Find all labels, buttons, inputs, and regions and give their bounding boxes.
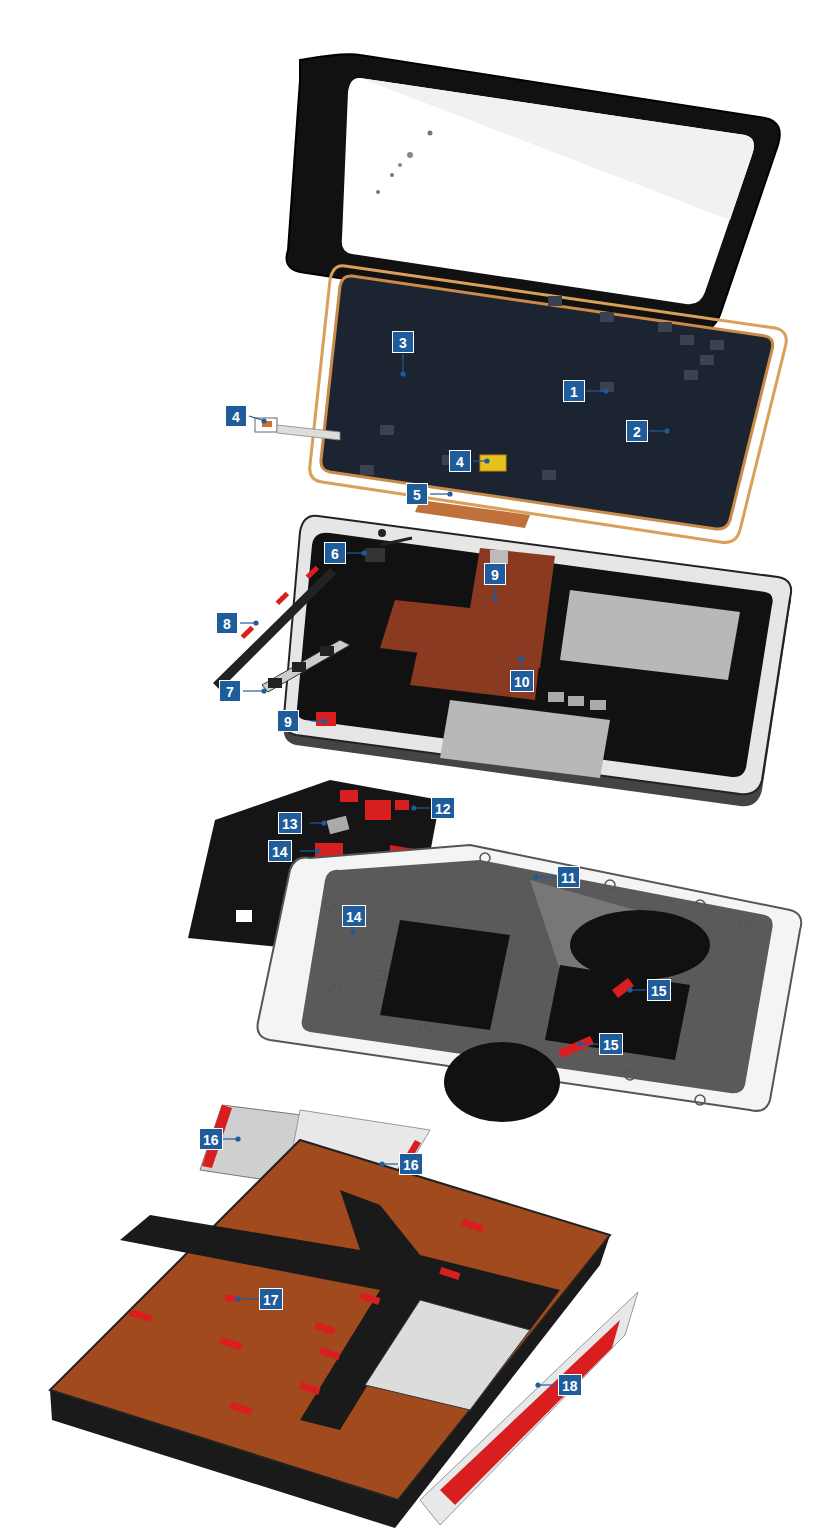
red-pad <box>316 712 336 726</box>
shield-plate <box>560 590 740 680</box>
callout-number: 14 <box>268 840 292 862</box>
foil-sheet <box>420 1292 638 1525</box>
battery-well <box>380 920 510 1030</box>
screws <box>325 853 750 1105</box>
midframe-edge <box>284 524 791 806</box>
callout-number: 17 <box>259 1288 283 1310</box>
callout-number: 2 <box>626 420 648 442</box>
battery-divider <box>120 1190 560 1430</box>
callout-number: 12 <box>431 797 455 819</box>
battery-plate <box>365 1300 530 1410</box>
callout-number: 14 <box>342 905 366 927</box>
side-flex <box>255 418 340 440</box>
callout-number: 4 <box>449 450 471 472</box>
callout-number: 6 <box>324 542 346 564</box>
speaker <box>570 910 710 980</box>
callout-number: 7 <box>219 680 241 702</box>
midframe-inner <box>297 533 773 777</box>
callout-number: 15 <box>599 1033 623 1055</box>
display-flex <box>415 500 530 528</box>
callout-number: 5 <box>406 483 428 505</box>
speaker <box>444 1042 560 1122</box>
glass-window <box>342 78 754 304</box>
callout-number: 11 <box>557 866 580 888</box>
callout-number: 10 <box>510 670 534 692</box>
callout-number: 9 <box>484 563 506 585</box>
callout-number: 8 <box>216 612 238 634</box>
callout-number: 13 <box>278 812 302 834</box>
small-part <box>490 550 508 564</box>
callout-number: 4 <box>225 405 247 427</box>
display-panel <box>321 276 773 529</box>
rear-case <box>50 1140 610 1500</box>
callout-number: 18 <box>558 1374 582 1396</box>
leader-lines <box>223 354 669 1387</box>
adhesive-pads <box>129 1219 484 1415</box>
button-flex <box>213 529 412 692</box>
callout-number: 15 <box>647 979 671 1001</box>
display-frame-ring <box>310 266 787 543</box>
glass-shine <box>360 78 754 220</box>
panel-pads <box>360 296 724 480</box>
callout-number: 1 <box>563 380 585 402</box>
callout-number: 3 <box>392 331 414 353</box>
callout-number: 16 <box>399 1153 423 1175</box>
connector <box>480 455 506 471</box>
callout-number: 9 <box>277 710 299 732</box>
midframe <box>284 516 791 794</box>
callout-number: 16 <box>199 1128 223 1150</box>
